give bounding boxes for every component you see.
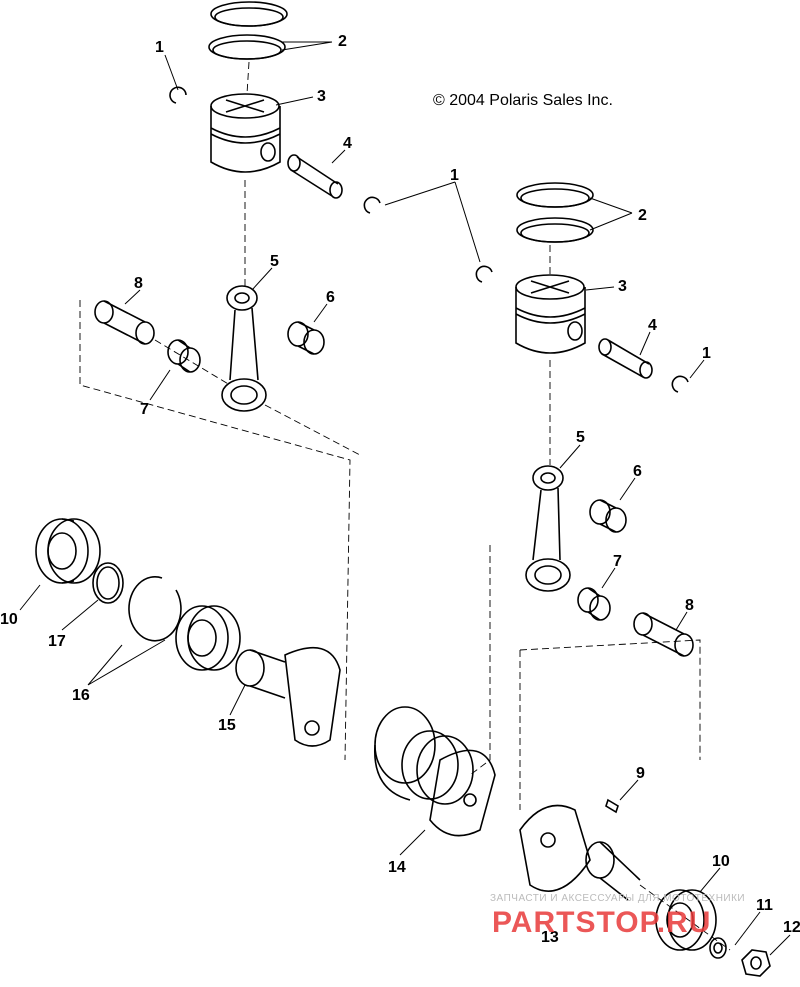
callout-8-left: 8: [134, 275, 143, 292]
piston-rings-left: [208, 1, 288, 60]
callout-2-right: 2: [638, 207, 647, 224]
callout-4-left: 4: [343, 135, 352, 152]
callout-12: 12: [783, 919, 800, 936]
snap-ring-17: [92, 562, 124, 604]
connecting-rod-left: [221, 285, 267, 412]
snap-ring-16: [128, 576, 182, 642]
callout-5-right: 5: [576, 429, 585, 446]
callout-7-right: 7: [613, 553, 622, 570]
callout-13: 13: [541, 929, 559, 946]
callout-10-left: 10: [0, 611, 18, 628]
woodruff-key: [605, 798, 619, 814]
callout-15: 15: [218, 717, 236, 734]
center-crank: [374, 706, 496, 837]
crank-pin-left: [94, 300, 155, 345]
nut-12: [741, 949, 771, 977]
needle-bearing-left-upper: [287, 321, 325, 355]
callout-1-left-top: 1: [155, 39, 164, 56]
needle-bearing-right-upper: [589, 499, 627, 533]
washer-11: [709, 937, 727, 959]
circlip-left-top: [169, 86, 187, 104]
crank-pin-right: [633, 612, 694, 657]
piston-rings-right: [516, 182, 594, 243]
callout-16: 16: [72, 687, 90, 704]
callout-17: 17: [48, 633, 66, 650]
callout-8-right: 8: [685, 597, 694, 614]
circlip-right-pin: [671, 375, 689, 393]
circlip-left-pin: [363, 196, 381, 214]
connecting-rod-right: [525, 465, 571, 592]
callout-1-center: 1: [450, 167, 459, 184]
callout-3-right: 3: [618, 278, 627, 295]
callout-3-left: 3: [317, 88, 326, 105]
needle-bearing-right-lower: [577, 587, 611, 621]
callout-1-right: 1: [702, 345, 711, 362]
leader-lines: [19, 41, 791, 956]
callout-6-right: 6: [633, 463, 642, 480]
callout-14: 14: [388, 859, 406, 876]
callout-10-right: 10: [712, 853, 730, 870]
callout-7-left: 7: [140, 401, 149, 418]
watermark-logo: PARTSTOP.RU: [492, 906, 712, 939]
main-bearing-left-inner: [175, 605, 241, 671]
watermark-caption: ЗАПЧАСТИ И АКСЕССУАРЫ ДЛЯ МОТОТЕХНИКИ: [490, 893, 746, 904]
main-bearing-left: [35, 518, 101, 584]
wrist-pin-left: [287, 154, 343, 199]
crank-half-left: [235, 646, 341, 747]
wrist-pin-right: [598, 338, 653, 379]
callout-labels: 1 2 3 4 1 2 3 5 6 8 7 4 1 5 6 7 8 10 17 …: [0, 33, 800, 946]
callout-11: 11: [756, 897, 773, 914]
piston-right: [515, 274, 586, 354]
main-bearing-right: [655, 889, 717, 951]
callout-9: 9: [636, 765, 645, 782]
crank-half-right: [519, 804, 641, 901]
callout-5-left: 5: [270, 253, 279, 270]
needle-bearing-left-lower: [167, 339, 201, 373]
callout-4-right: 4: [648, 317, 657, 334]
piston-left: [210, 93, 281, 173]
copyright-notice: © 2004 Polaris Sales Inc.: [433, 92, 613, 109]
circlip-right-top: [475, 265, 493, 283]
callout-6-left: 6: [326, 289, 335, 306]
assembly-lines: [79, 61, 731, 951]
callout-2-left: 2: [338, 33, 347, 50]
